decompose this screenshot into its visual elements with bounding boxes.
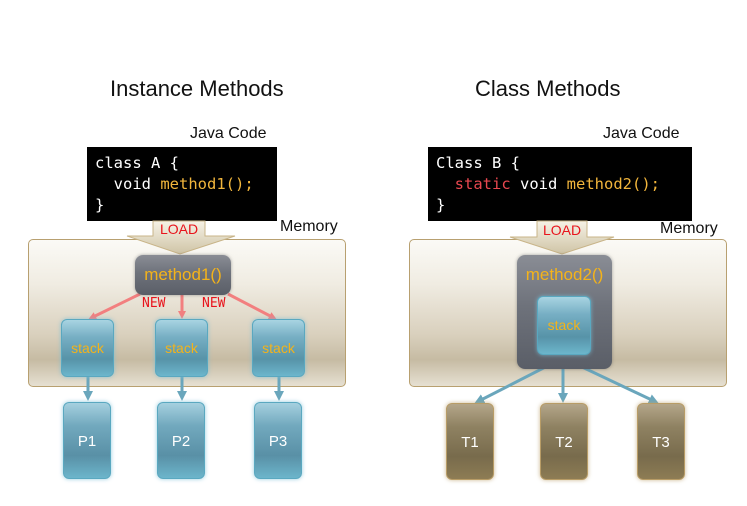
left-java-code-caption: Java Code xyxy=(190,125,267,142)
node-t1: T1 xyxy=(446,403,494,480)
code-keyword: void xyxy=(113,175,161,193)
node-p1: P1 xyxy=(63,402,111,479)
code-line: } xyxy=(95,196,105,214)
code-method: method1(); xyxy=(160,175,254,193)
right-code-block: Class B { static void method2(); } xyxy=(428,147,692,221)
instance-methods-title: Instance Methods xyxy=(110,76,284,101)
new-arrow-right xyxy=(227,292,277,320)
code-line: Class B { xyxy=(436,154,520,172)
left-method-box: method1() xyxy=(135,255,231,295)
left-load-arrow xyxy=(126,220,236,255)
node-t3: T3 xyxy=(637,403,685,480)
node-p3: P3 xyxy=(254,402,302,479)
new-label-left: NEW xyxy=(142,296,166,311)
left-stack-3: stack xyxy=(252,319,305,377)
left-stack-2: stack xyxy=(155,319,208,377)
code-line: } xyxy=(436,196,446,214)
left-stack-1: stack xyxy=(61,319,114,377)
right-load-arrow xyxy=(509,220,615,255)
class-methods-title: Class Methods xyxy=(475,76,621,101)
new-label-right: NEW xyxy=(202,296,226,311)
right-load-label: LOAD xyxy=(542,222,582,238)
code-method: method2(); xyxy=(566,175,660,193)
left-load-label: LOAD xyxy=(159,221,199,237)
node-p2: P2 xyxy=(157,402,205,479)
right-memory-caption: Memory xyxy=(660,220,718,237)
node-t2: T2 xyxy=(540,403,588,480)
left-memory-caption: Memory xyxy=(280,218,338,235)
code-static-keyword: static xyxy=(454,175,511,193)
right-stack: stack xyxy=(537,296,591,355)
code-keyword: void xyxy=(510,175,567,193)
right-java-code-caption: Java Code xyxy=(603,125,680,142)
new-arrow-left xyxy=(88,292,141,320)
right-method-label: method2() xyxy=(525,265,604,284)
left-code-block: class A { void method1(); } xyxy=(87,147,277,221)
code-line: class A { xyxy=(95,154,179,172)
